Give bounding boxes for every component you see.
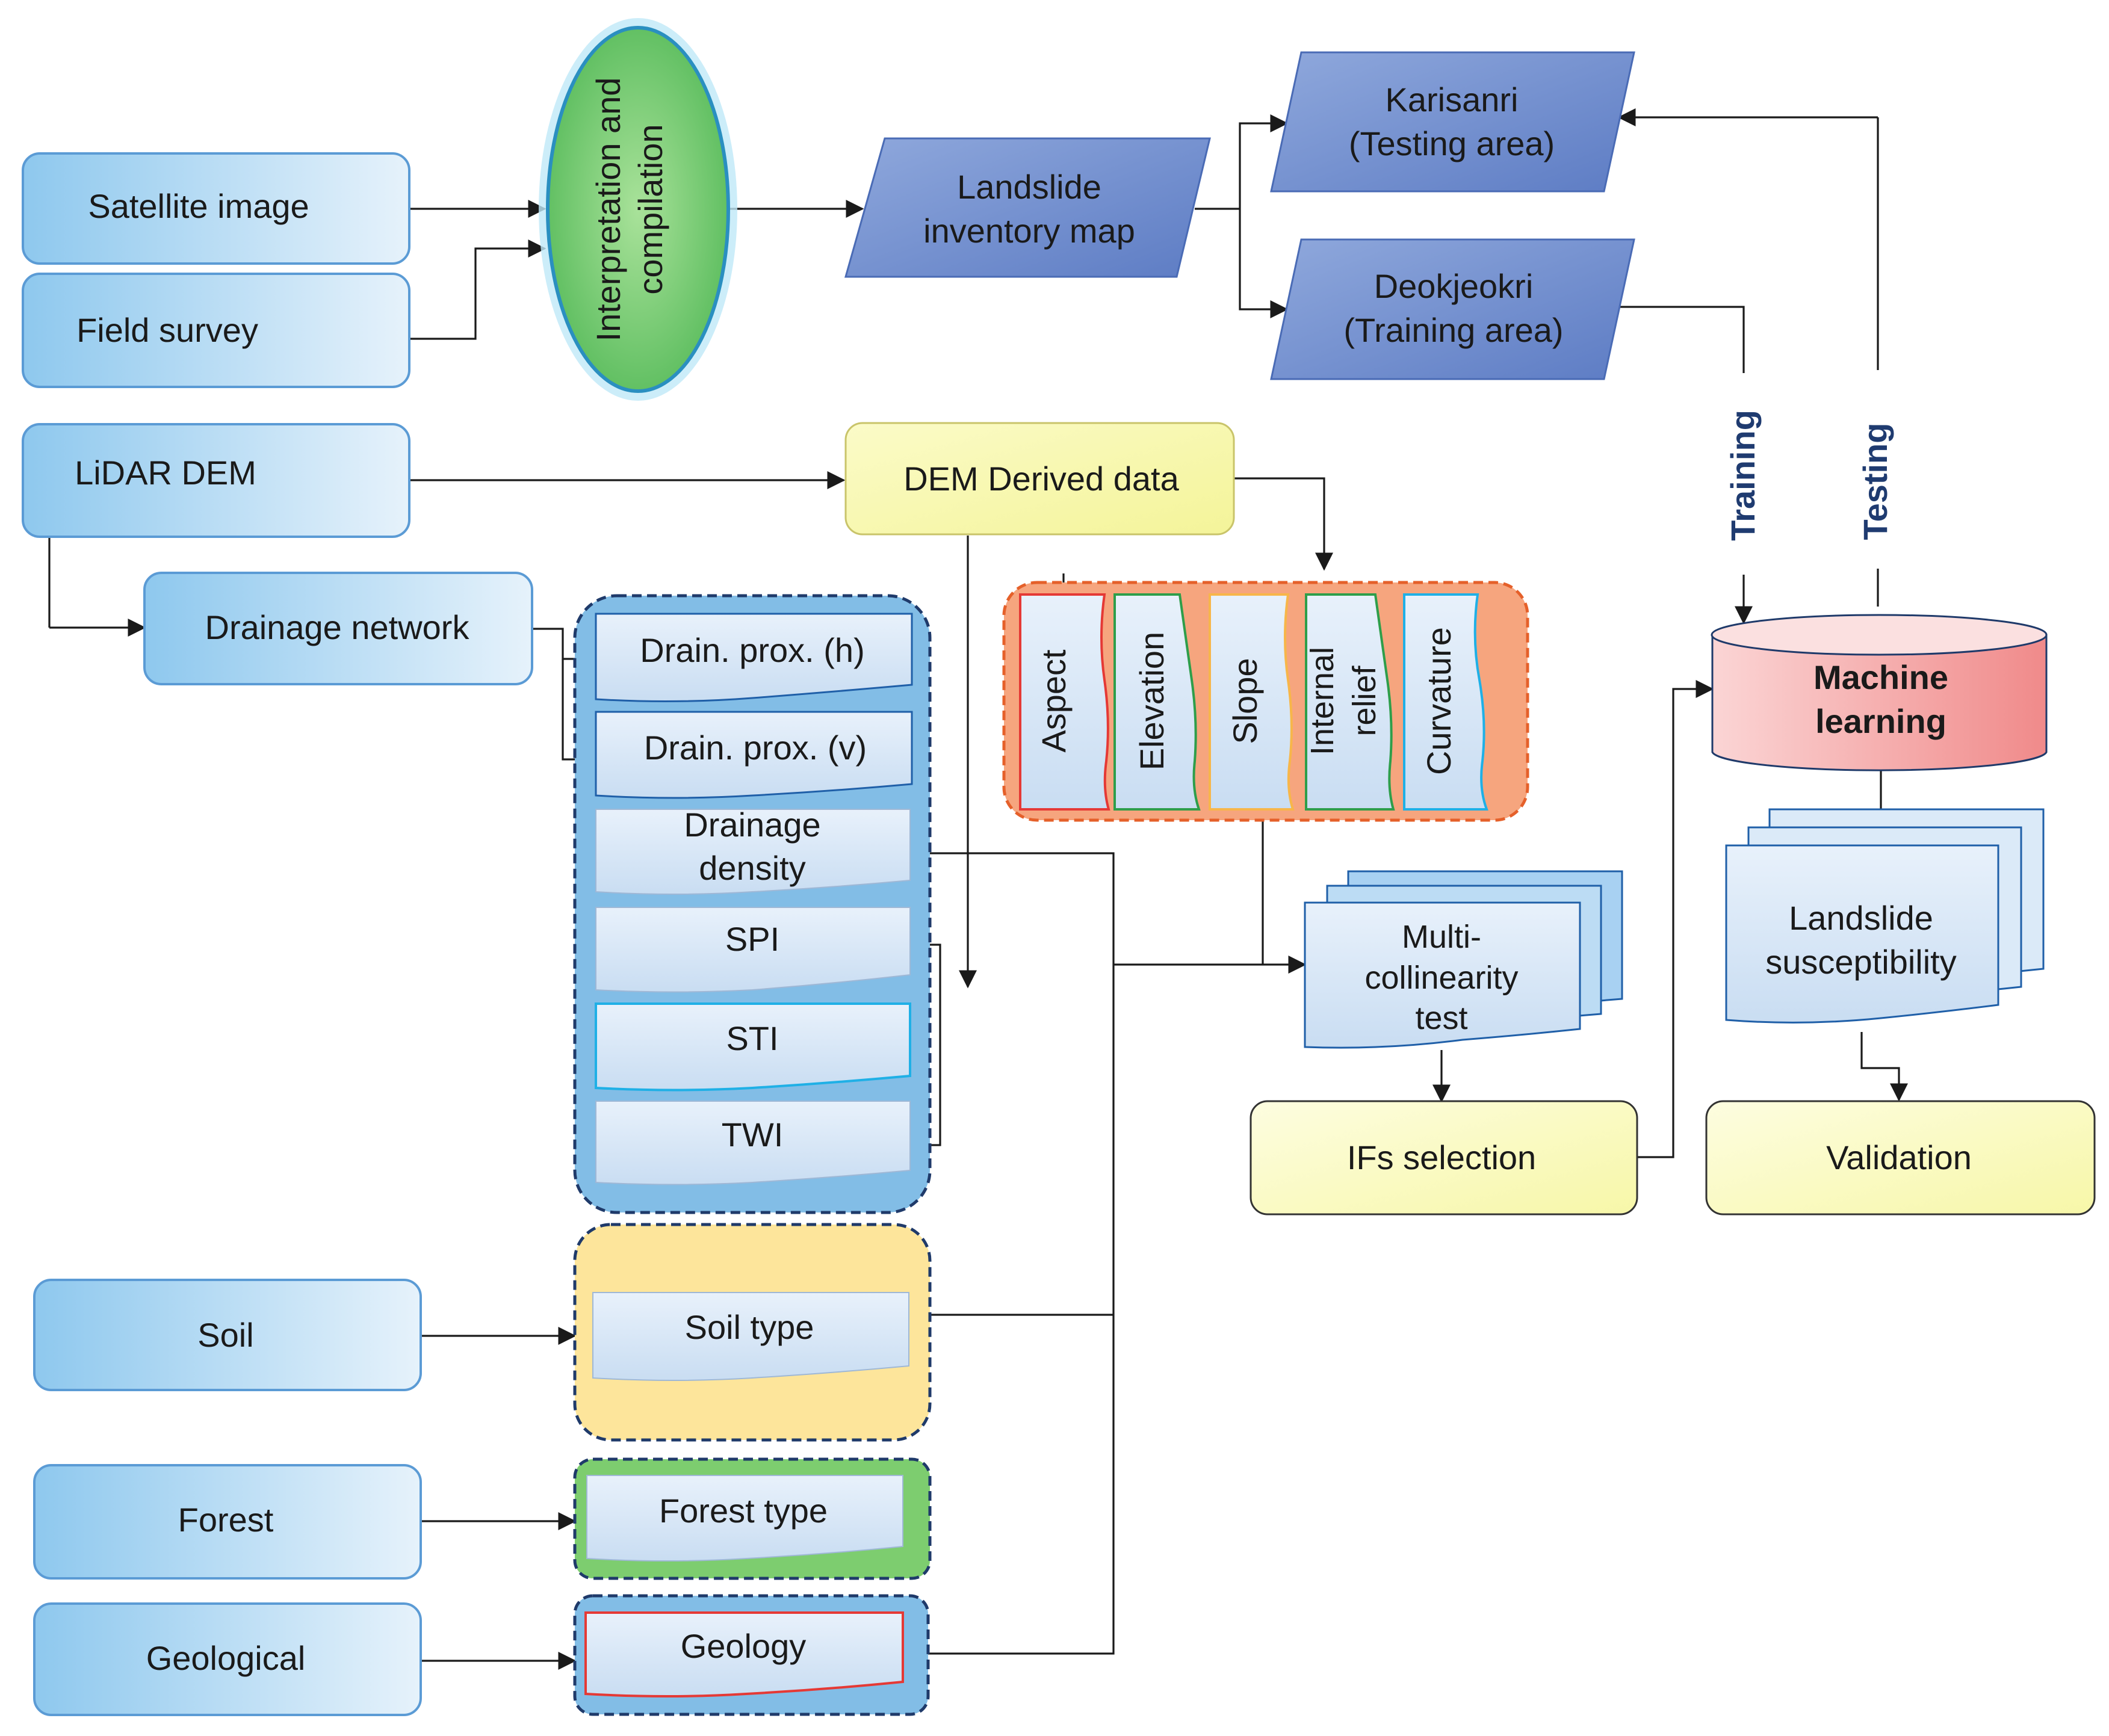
geological-box: Geological [33, 1602, 422, 1716]
forest-box: Forest [33, 1464, 422, 1580]
field-survey-box: Field survey [22, 273, 410, 388]
drain-prox-v-card: Drain. prox. (v) [595, 711, 913, 799]
satellite-image-box: Satellite image [22, 152, 410, 265]
soil-type-group: Soil type [573, 1223, 932, 1442]
soil-type-label: Soil type [685, 1308, 814, 1346]
multicollinearity-line2: collinearity [1364, 960, 1518, 996]
connectors [48, 108, 1908, 1670]
sti-label: STI [726, 1019, 778, 1057]
forest-label: Forest [178, 1501, 274, 1539]
inventory-map-line2: inventory map [923, 212, 1135, 250]
aspect-label: Aspect [1035, 649, 1073, 753]
training-flow-label: Training [1724, 410, 1762, 541]
forest-type-label: Forest type [659, 1492, 828, 1530]
drain-prox-v-label: Drain. prox. (v) [644, 729, 867, 767]
karisanri-testing-area: Karisanri (Testing area) [1270, 51, 1635, 193]
training-area-line2: (Training area) [1343, 311, 1563, 349]
landslide-susceptibility: Landslide susceptibility [1725, 808, 2045, 1024]
interpretation-line2: compilation [631, 124, 669, 294]
twi-card: TWI [595, 1101, 911, 1185]
testing-area-line2: (Testing area) [1349, 125, 1555, 162]
soil-box: Soil [33, 1279, 422, 1391]
ifs-selection-label: IFs selection [1347, 1138, 1536, 1176]
susceptibility-line1: Landslide [1789, 899, 1933, 937]
spi-label: SPI [725, 920, 779, 958]
lidar-dem-box: LiDAR DEM [22, 423, 410, 538]
internal-relief-line2: relief [1346, 665, 1383, 736]
drainage-density-line1: Drainage [684, 806, 820, 844]
interpretation-line1: Interpretation and [589, 78, 627, 342]
testing-flow-label: Testing [1856, 423, 1894, 540]
machine-learning-cylinder: Machine learning [1711, 614, 2048, 771]
susceptibility-line2: susceptibility [1765, 943, 1956, 981]
geology-label: Geology [681, 1627, 807, 1665]
geology-group: Geology [573, 1594, 930, 1716]
drainage-density-card: Drainage density [595, 806, 911, 895]
drainage-network-label: Drainage network [205, 608, 470, 646]
machine-learning-line1: Machine [1813, 658, 1948, 696]
validation-box: Validation [1705, 1100, 2096, 1216]
machine-learning-line2: learning [1815, 702, 1946, 740]
drainage-network-box: Drainage network [143, 572, 533, 685]
landslide-inventory-map: Landslide inventory map [844, 137, 1211, 278]
curvature-card: Curvature [1403, 593, 1488, 811]
multicollinearity-line1: Multi- [1402, 919, 1481, 955]
testing-area-line1: Karisanri [1386, 81, 1519, 119]
twi-label: TWI [722, 1116, 784, 1154]
internal-relief-card: Internal relief [1304, 593, 1395, 811]
slope-card: Slope [1209, 593, 1295, 811]
drainage-density-line2: density [699, 849, 805, 887]
terrain-factor-group: Aspect Elevation Slope Internal relief C… [1002, 581, 1529, 822]
slope-label: Slope [1226, 658, 1264, 744]
elevation-label: Elevation [1133, 632, 1171, 770]
aspect-card: Aspect [1019, 593, 1110, 811]
drainage-factor-group: Drain. prox. (h) Drain. prox. (v) Draina… [573, 594, 932, 1214]
inventory-map-line1: Landslide [957, 168, 1101, 206]
geological-label: Geological [146, 1639, 306, 1677]
drain-prox-h-label: Drain. prox. (h) [640, 631, 864, 669]
internal-relief-line1: Internal [1304, 647, 1340, 755]
validation-label: Validation [1826, 1138, 1972, 1176]
interpretation-ellipse: Interpretation and compilation [539, 18, 737, 401]
forest-type-group: Forest type [573, 1457, 932, 1580]
multicollinearity-line3: test [1415, 1000, 1467, 1036]
training-area-line1: Deokjeokri [1374, 267, 1534, 305]
drain-prox-h-card: Drain. prox. (h) [595, 613, 913, 703]
multicollinearity-test: Multi- collinearity test [1304, 870, 1623, 1049]
curvature-label: Curvature [1420, 627, 1458, 775]
field-survey-label: Field survey [76, 311, 258, 349]
satellite-image-label: Satellite image [88, 187, 309, 225]
dem-derived-data-box: DEM Derived data [844, 422, 1235, 536]
dem-derived-label: DEM Derived data [903, 460, 1179, 498]
spi-card: SPI [595, 907, 911, 993]
elevation-card: Elevation [1113, 593, 1201, 811]
lidar-dem-label: LiDAR DEM [75, 454, 256, 492]
soil-label: Soil [197, 1316, 253, 1354]
ifs-selection-box: IFs selection [1250, 1100, 1638, 1216]
deokjeokri-training-area: Deokjeokri (Training area) [1270, 238, 1635, 380]
sti-card: STI [595, 1002, 911, 1092]
